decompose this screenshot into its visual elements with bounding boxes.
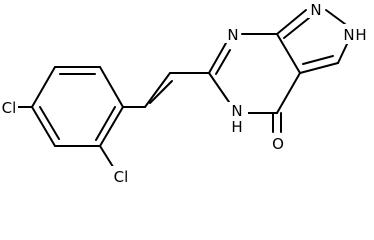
- bond-c7a-n1-double: [283, 17, 310, 39]
- atom-cl-top: Cl: [0, 97, 18, 117]
- atom-label-o: O: [272, 135, 284, 153]
- bond-vinyl-double-inner: [149, 80, 173, 104]
- atom-n7: N: [225, 25, 241, 44]
- bond-c3a-c4: [276, 72, 301, 114]
- atom-nh: N H: [340, 24, 367, 44]
- bond-vinyl-double-outer: [144, 72, 171, 108]
- atom-label-n7: N: [227, 26, 238, 44]
- dichlorophenyl-ring: [31, 66, 124, 147]
- atom-label-h2: H: [355, 26, 366, 44]
- bond-c3-c3a: [299, 62, 339, 74]
- bond-c4-c5: [31, 106, 56, 147]
- atom-label-cl-bottom: Cl: [114, 168, 129, 185]
- atom-label-n5: N: [231, 102, 242, 120]
- bond-c6-n7-double: [215, 49, 231, 75]
- pyrazole-ring: [276, 9, 348, 74]
- bond-n5-c6: [208, 72, 230, 103]
- atom-n1: N: [308, 0, 324, 19]
- atom-o: O: [269, 133, 287, 153]
- bond-c5-c6: [31, 66, 56, 108]
- atom-cl-bottom: Cl: [109, 166, 133, 185]
- atom-label-n2: N: [343, 26, 354, 44]
- pyrimidinone-ring: [208, 33, 301, 133]
- bond-c1-c2: [99, 66, 124, 108]
- atom-label-h5: H: [231, 118, 242, 136]
- bond-c7a-c3a: [276, 33, 301, 74]
- structure-diagram: N N N H N H O Cl Cl: [0, 0, 367, 185]
- bond-c7a-n1: [276, 9, 307, 35]
- bond-c2-c3: [99, 106, 124, 147]
- atom-label-n1: N: [310, 1, 321, 19]
- bond-c6-n7: [208, 42, 227, 74]
- bond-n2-c3: [337, 43, 348, 64]
- aromatic-inner-bond-left: [39, 106, 60, 140]
- atom-label-cl-top: Cl: [2, 99, 17, 117]
- bond-c3-c3a-double: [302, 55, 334, 65]
- aromatic-inner-bond-right: [95, 106, 116, 141]
- atom-n5-h: N H: [226, 102, 248, 136]
- bond-n1-n2: [325, 9, 346, 25]
